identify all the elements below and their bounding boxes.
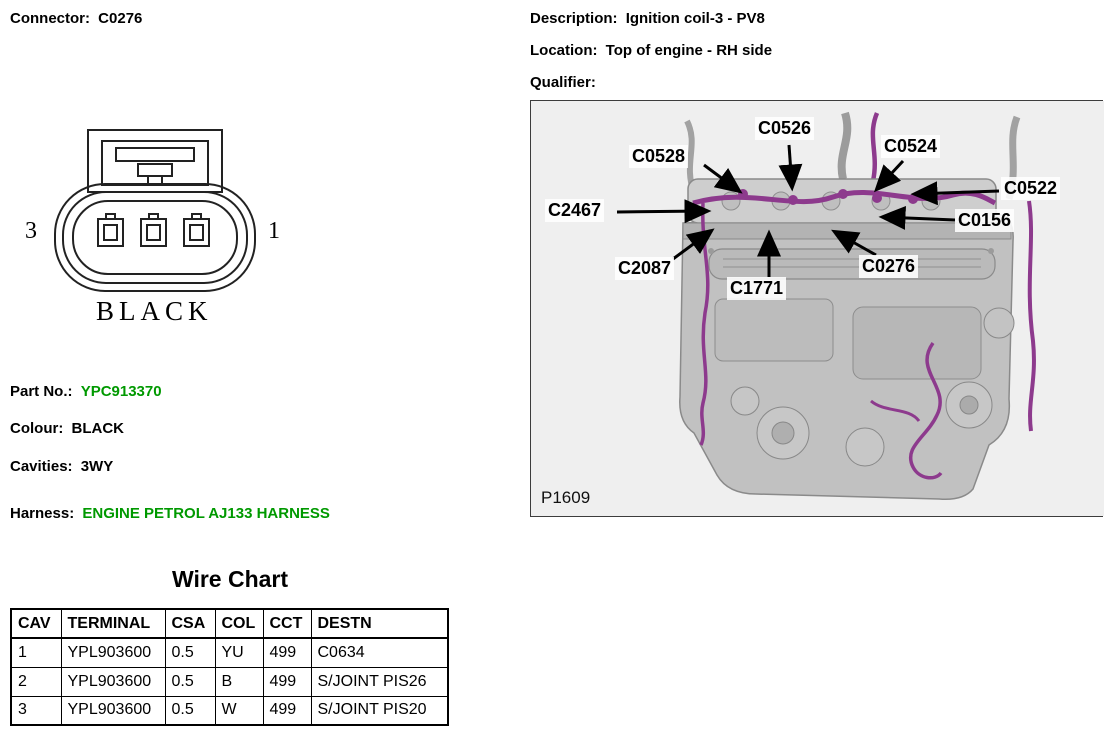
part-no-value: YPC913370 <box>80 383 162 400</box>
location-line: Location: Top of engine - RH side <box>530 42 772 59</box>
callout-c0156: C0156 <box>955 209 1015 232</box>
wire-chart-cell: YPL903600 <box>60 695 166 726</box>
wire-chart-cell: 0.5 <box>164 666 216 697</box>
callout-c2467: C2467 <box>545 199 605 222</box>
wire-chart-cell: B <box>214 666 264 697</box>
wire-chart-cell: 499 <box>262 637 312 668</box>
pin-number-1: 1 <box>268 218 280 244</box>
wire-chart-cell: S/JOINT PIS26 <box>310 666 449 697</box>
description-line: Description: Ignition coil-3 - PV8 <box>530 10 765 27</box>
callout-c0276: C0276 <box>859 255 919 278</box>
engine-location-figure: C0528 C0526 C0524 C0522 C2467 C0156 C208… <box>530 100 1104 517</box>
colour-value: BLACK <box>71 420 125 437</box>
wire-chart-header-cell: COL <box>214 608 264 639</box>
wire-chart-cell: S/JOINT PIS20 <box>310 695 449 726</box>
wire-chart-header-cell: CSA <box>164 608 216 639</box>
connector-colour-caption: BLACK <box>96 296 213 326</box>
callout-arrows <box>616 144 1000 277</box>
connector-heading: Connector: C0276 <box>10 10 142 27</box>
wire-chart-header-cell: CAV <box>10 608 62 639</box>
cavities-line: Cavities: 3WY <box>10 458 113 475</box>
description-label: Description: <box>530 10 618 27</box>
harness-value: ENGINE PETROL AJ133 HARNESS <box>82 505 330 522</box>
wire-chart-header-cell: CCT <box>262 608 312 639</box>
engine-illustration <box>531 101 1104 516</box>
wire-chart-cell: YPL903600 <box>60 637 166 668</box>
wire-chart-cell: 3 <box>10 695 62 726</box>
connector-value: C0276 <box>98 10 143 27</box>
wire-chart-cell: 499 <box>262 666 312 697</box>
wire-chart-cell: W <box>214 695 264 726</box>
part-no-line: Part No.: YPC913370 <box>10 383 162 400</box>
cavities-value: 3WY <box>80 458 114 475</box>
figure-code: P1609 <box>541 488 591 507</box>
wire-chart-cell: 0.5 <box>164 637 216 668</box>
location-value: Top of engine - RH side <box>605 42 773 59</box>
callout-c1771: C1771 <box>727 277 787 300</box>
connector-face-diagram: 3 1 BLACK <box>20 126 320 341</box>
wire-chart-cell: 1 <box>10 637 62 668</box>
wire-chart-title: Wire Chart <box>171 566 289 592</box>
wire-chart-cell: C0634 <box>310 637 449 668</box>
callout-c0526: C0526 <box>755 117 815 140</box>
qualifier-line: Qualifier: <box>530 74 600 91</box>
harness-line: Harness: ENGINE PETROL AJ133 HARNESS <box>10 505 330 522</box>
wire-chart-cell: YPL903600 <box>60 666 166 697</box>
colour-line: Colour: BLACK <box>10 420 124 437</box>
wire-chart-cell: 2 <box>10 666 62 697</box>
wire-chart-cell: 0.5 <box>164 695 216 726</box>
callout-c2087: C2087 <box>615 257 675 280</box>
harness-label: Harness: <box>10 505 75 522</box>
wire-chart-cell: 499 <box>262 695 312 726</box>
pin-number-3: 3 <box>25 218 37 244</box>
connector-label: Connector: <box>10 10 90 27</box>
callout-c0528: C0528 <box>629 145 689 168</box>
wire-chart-header-cell: TERMINAL <box>60 608 166 639</box>
qualifier-label: Qualifier: <box>530 74 596 91</box>
cavities-label: Cavities: <box>10 458 73 475</box>
connector-outline-drawing <box>54 129 256 292</box>
description-value: Ignition coil-3 - PV8 <box>625 10 765 27</box>
colour-label: Colour: <box>10 420 64 437</box>
part-no-label: Part No.: <box>10 383 73 400</box>
wire-chart-header-cell: DESTN <box>310 608 449 639</box>
wire-chart-cell: YU <box>214 637 264 668</box>
callout-c0522: C0522 <box>1001 177 1061 200</box>
callout-c0524: C0524 <box>881 135 941 158</box>
location-label: Location: <box>530 42 598 59</box>
